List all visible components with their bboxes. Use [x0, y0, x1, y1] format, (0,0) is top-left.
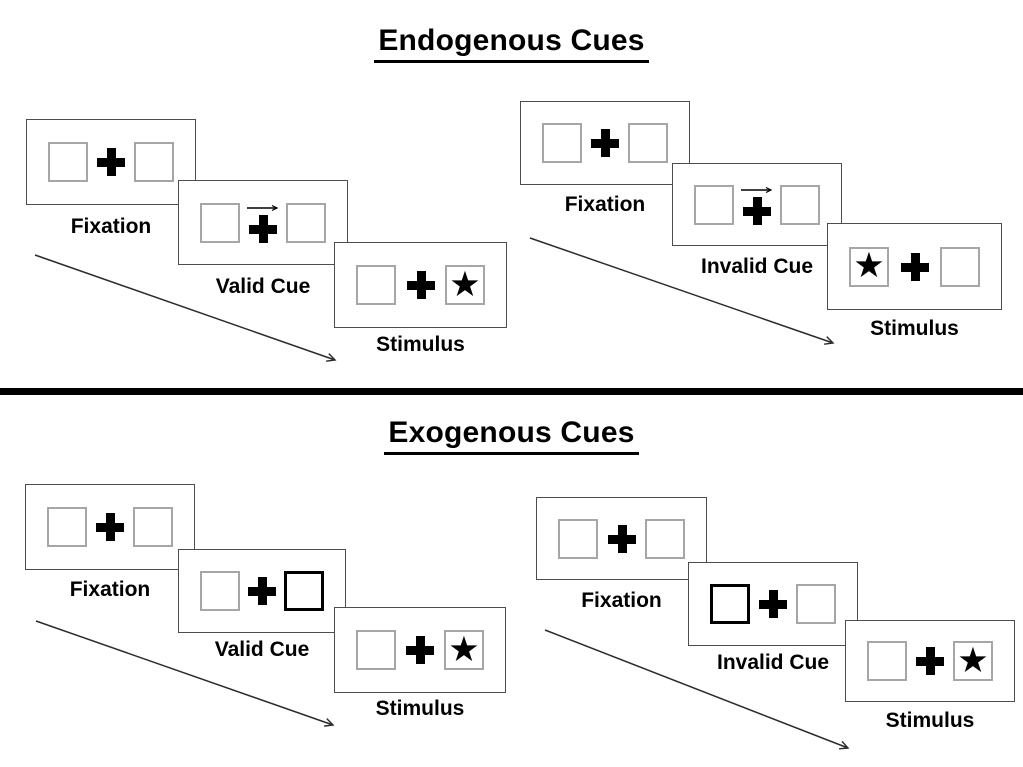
placeholder-square-left: [47, 507, 87, 547]
cue-label: Invalid Cue: [700, 255, 814, 278]
stimulus-label: Stimulus: [376, 333, 465, 356]
section-divider: [0, 388, 1023, 395]
fixation-cross-icon: [591, 129, 619, 157]
sequence-arrow-icon: [34, 254, 337, 362]
right-arrow-icon: [741, 186, 773, 194]
placeholder-square-right: [628, 123, 668, 163]
exogenous-valid-fixation-panel: [25, 484, 195, 570]
fixation-cross-icon: [743, 197, 771, 225]
placeholder-square-left: [200, 202, 240, 243]
placeholder-square-left: [48, 142, 88, 182]
sequence-arrow-icon: [544, 629, 850, 750]
cue-highlight-square: [710, 584, 750, 624]
sequence-arrow-icon: [35, 620, 335, 727]
placeholder-square-left: [356, 265, 396, 305]
fixation-cross-icon: [916, 647, 944, 675]
exogenous-section-title: Exogenous Cues: [0, 416, 1023, 455]
target-star-square: ★: [445, 265, 485, 305]
exogenous-valid-stimulus-panel: ★: [334, 607, 506, 693]
fixation-cross-icon: [759, 590, 787, 618]
right-arrow-icon: [247, 204, 279, 212]
endogenous-valid-stimulus-panel: ★: [334, 242, 507, 328]
star-icon: ★: [448, 629, 480, 669]
endogenous-valid-cue-panel: [178, 180, 348, 265]
placeholder-square-right: [286, 202, 326, 243]
placeholder-square-right: [796, 584, 836, 624]
placeholder-square-right: [780, 184, 820, 225]
endogenous-invalid-cue-panel: [672, 163, 842, 246]
fixation-label: Fixation: [581, 589, 662, 612]
fixation-cross-icon: [900, 252, 929, 281]
cue-label: Valid Cue: [215, 275, 311, 298]
placeholder-square-left: [200, 571, 240, 611]
target-star-square: ★: [953, 641, 993, 681]
endogenous-valid-fixation-panel: [26, 119, 196, 205]
fixation-cross-icon: [248, 577, 276, 605]
cue-label: Invalid Cue: [716, 651, 830, 674]
placeholder-square-right: [940, 246, 980, 287]
target-star-square: ★: [849, 246, 889, 287]
exogenous-valid-cue-panel: [178, 549, 346, 633]
fixation-label: Fixation: [564, 193, 646, 216]
fixation-label: Fixation: [70, 215, 152, 238]
stimulus-label: Stimulus: [375, 697, 465, 720]
placeholder-square-right: [133, 507, 173, 547]
cue-highlight-square: [284, 571, 324, 611]
endogenous-section-title: Endogenous Cues: [0, 24, 1023, 63]
exogenous-invalid-fixation-panel: [536, 497, 707, 580]
endogenous-title-text: Endogenous Cues: [374, 24, 649, 63]
exogenous-invalid-cue-panel: [688, 562, 858, 646]
fixation-cross-icon: [96, 513, 124, 541]
fixation-cross-icon: [97, 148, 125, 176]
endogenous-invalid-stimulus-panel: ★: [827, 223, 1002, 310]
placeholder-square-right: [134, 142, 174, 182]
fixation-cross-icon: [406, 636, 434, 664]
star-icon: ★: [449, 264, 481, 304]
sequence-arrow-icon: [529, 237, 835, 345]
star-icon: ★: [957, 640, 989, 680]
exogenous-title-text: Exogenous Cues: [384, 416, 639, 455]
central-cue-group: [244, 202, 282, 243]
fixation-cross-icon: [607, 524, 636, 553]
star-icon: ★: [853, 246, 885, 285]
placeholder-square-left: [542, 123, 582, 163]
placeholder-square-left: [694, 184, 734, 225]
placeholder-square-left: [356, 630, 396, 670]
cue-label: Valid Cue: [214, 638, 310, 661]
fixation-cross-icon: [406, 271, 435, 299]
stimulus-label: Stimulus: [885, 709, 975, 732]
target-star-square: ★: [444, 630, 484, 670]
endogenous-invalid-fixation-panel: [520, 101, 690, 185]
placeholder-square-right: [645, 518, 685, 559]
placeholder-square-left: [867, 641, 907, 681]
exogenous-invalid-stimulus-panel: ★: [845, 620, 1015, 702]
fixation-cross-icon: [249, 215, 277, 243]
fixation-label: Fixation: [69, 578, 151, 601]
central-cue-group: [738, 184, 776, 225]
stimulus-label: Stimulus: [870, 317, 959, 340]
placeholder-square-left: [558, 518, 598, 559]
